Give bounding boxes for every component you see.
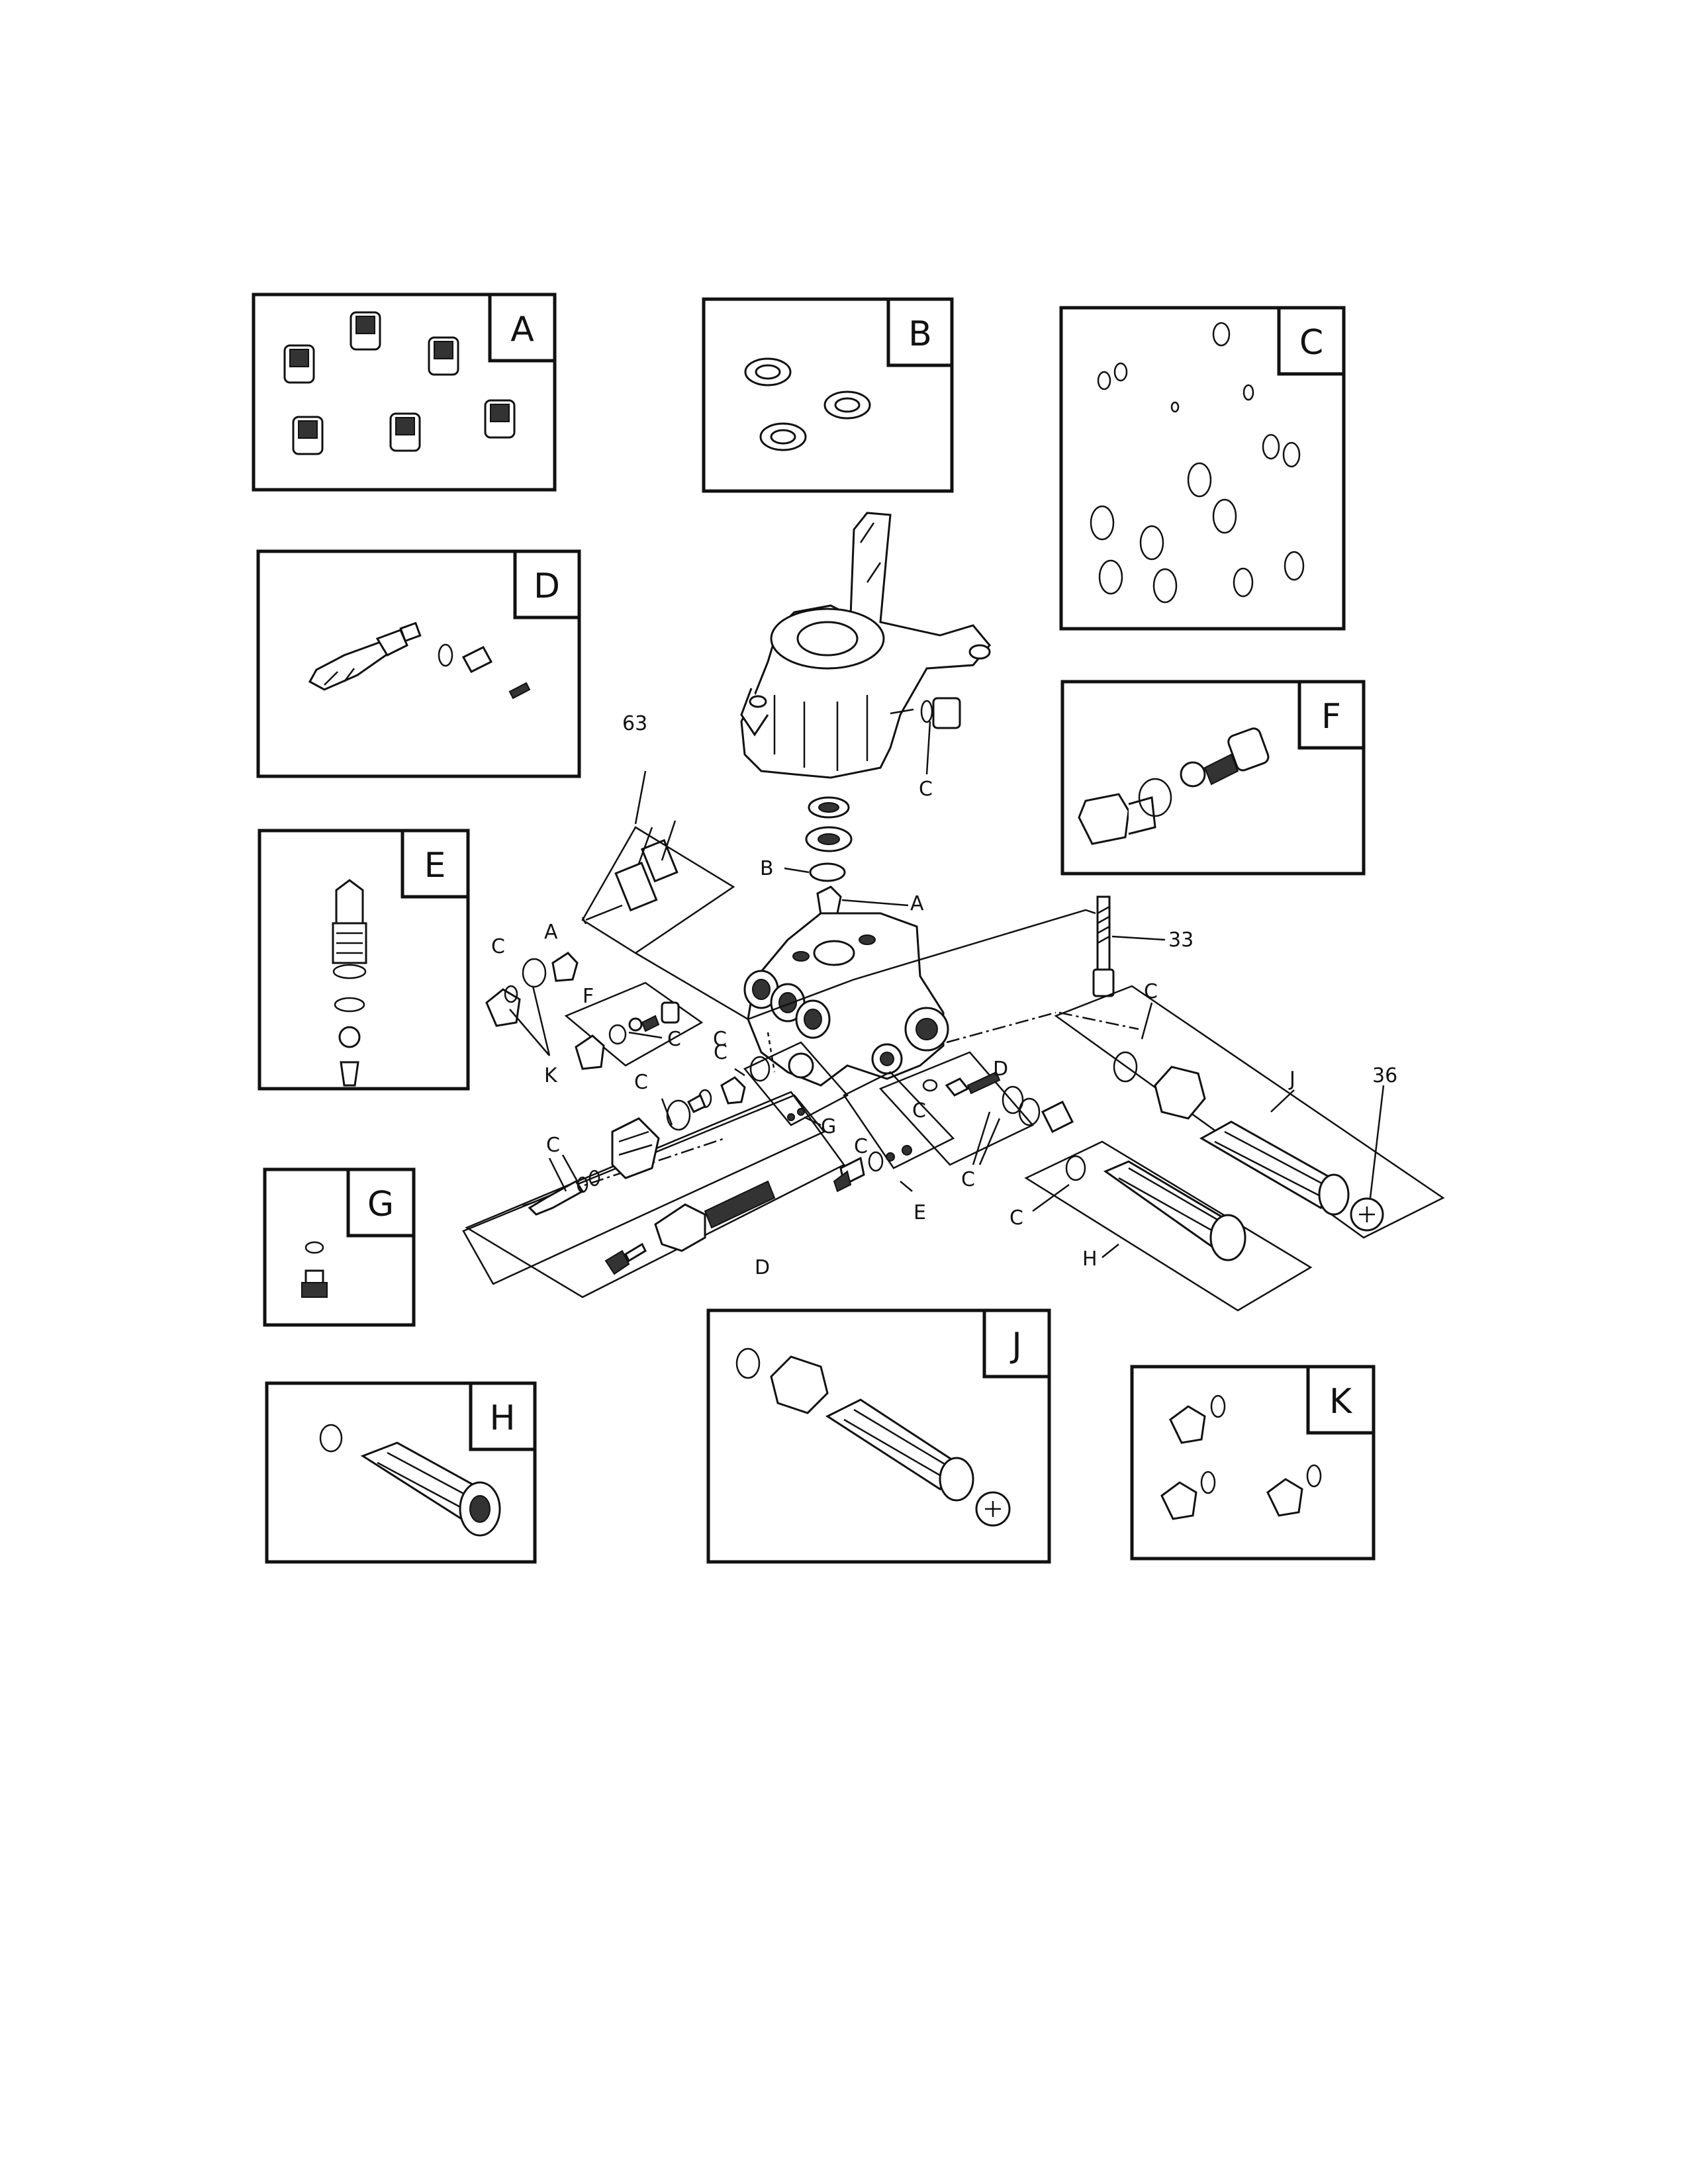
kit-letter-k: K — [1329, 1382, 1353, 1422]
unloader-assembly: C C C D — [528, 1028, 776, 1279]
callout-b: B — [760, 857, 774, 880]
kit-letter-g: G — [367, 1185, 394, 1224]
inlet-filter-assembly: C H — [1009, 1155, 1246, 1271]
kit-box-e: E — [258, 829, 470, 1091]
unloader-valve-icon — [308, 621, 531, 700]
kit-letter-d: D — [534, 567, 560, 606]
callout-a: A — [544, 921, 558, 944]
callout-c: C — [634, 1071, 648, 1094]
callout-e: E — [914, 1201, 926, 1224]
check-valve-icon — [332, 879, 367, 1087]
callout-h: H — [1082, 1248, 1098, 1271]
kit-box-a: A — [252, 293, 557, 492]
inlet-filter-icon — [319, 1424, 501, 1537]
o-ring-icon — [1090, 322, 1305, 604]
valve-cap-icon — [283, 311, 516, 455]
callout-c: C — [919, 778, 933, 801]
seal-ring-icon — [744, 357, 871, 451]
kit-box-f: F — [1060, 680, 1366, 876]
kit-box-k: K — [1130, 1365, 1376, 1561]
seal-stack: B A — [760, 796, 924, 916]
kit-box-b: B — [702, 297, 954, 493]
callout-d: D — [755, 1256, 770, 1279]
callout-part-63: 63 — [622, 712, 647, 735]
callout-c: C — [667, 1028, 681, 1051]
callout-part-33: 33 — [1168, 929, 1194, 952]
callout-g: G — [821, 1115, 836, 1138]
kit-letter-e: E — [424, 846, 446, 886]
bolt-33: 33 — [1092, 895, 1194, 997]
callout-j: J — [1288, 1068, 1295, 1091]
callout-c: C — [491, 935, 505, 958]
kit-letter-f: F — [1321, 697, 1341, 737]
kit-letter-h: H — [489, 1398, 515, 1438]
kit-letter-b: B — [908, 314, 932, 354]
kit-box-d: D — [256, 549, 581, 778]
callout-f: F — [583, 985, 594, 1008]
plug-icon — [1160, 1394, 1322, 1520]
pump-housing: C — [740, 512, 991, 801]
kit-letter-c: C — [1299, 323, 1323, 363]
callout-d: D — [993, 1058, 1008, 1081]
kit-box-h: H — [265, 1381, 537, 1564]
garden-hose-inlet-icon — [735, 1347, 1011, 1527]
pump-manifold — [743, 912, 949, 1087]
group-outlines — [462, 826, 1445, 1312]
kit-box-g: G — [263, 1167, 416, 1327]
callout-c: C — [1009, 1206, 1023, 1230]
kit-box-c: C — [1059, 306, 1346, 631]
callout-k: K — [544, 1064, 558, 1087]
callout-a: A — [910, 892, 924, 915]
garden-hose-inlet-assembly: 36 C J — [1113, 980, 1397, 1232]
kit-letter-j: J — [1009, 1326, 1021, 1365]
callout-part-36: 36 — [1372, 1064, 1397, 1087]
callout-c: C — [713, 1028, 727, 1051]
callout-c: C — [854, 1135, 868, 1158]
kit-letter-a: A — [510, 310, 534, 349]
thermal-relief-valve-63: 63 — [581, 712, 679, 925]
check-valve-parts-icon — [1078, 727, 1270, 845]
kit-box-j: J — [706, 1308, 1051, 1564]
callout-c: C — [1144, 980, 1158, 1003]
callout-c: C — [961, 1168, 975, 1191]
left-loose-parts: C A K F C — [485, 921, 681, 1087]
callout-c: C — [546, 1134, 560, 1157]
callout-c: C — [714, 1041, 727, 1064]
mid-valve-parts: G C D C C E C — [714, 1041, 1074, 1224]
small-valve-icon — [301, 1241, 328, 1298]
callout-c: C — [912, 1099, 926, 1122]
